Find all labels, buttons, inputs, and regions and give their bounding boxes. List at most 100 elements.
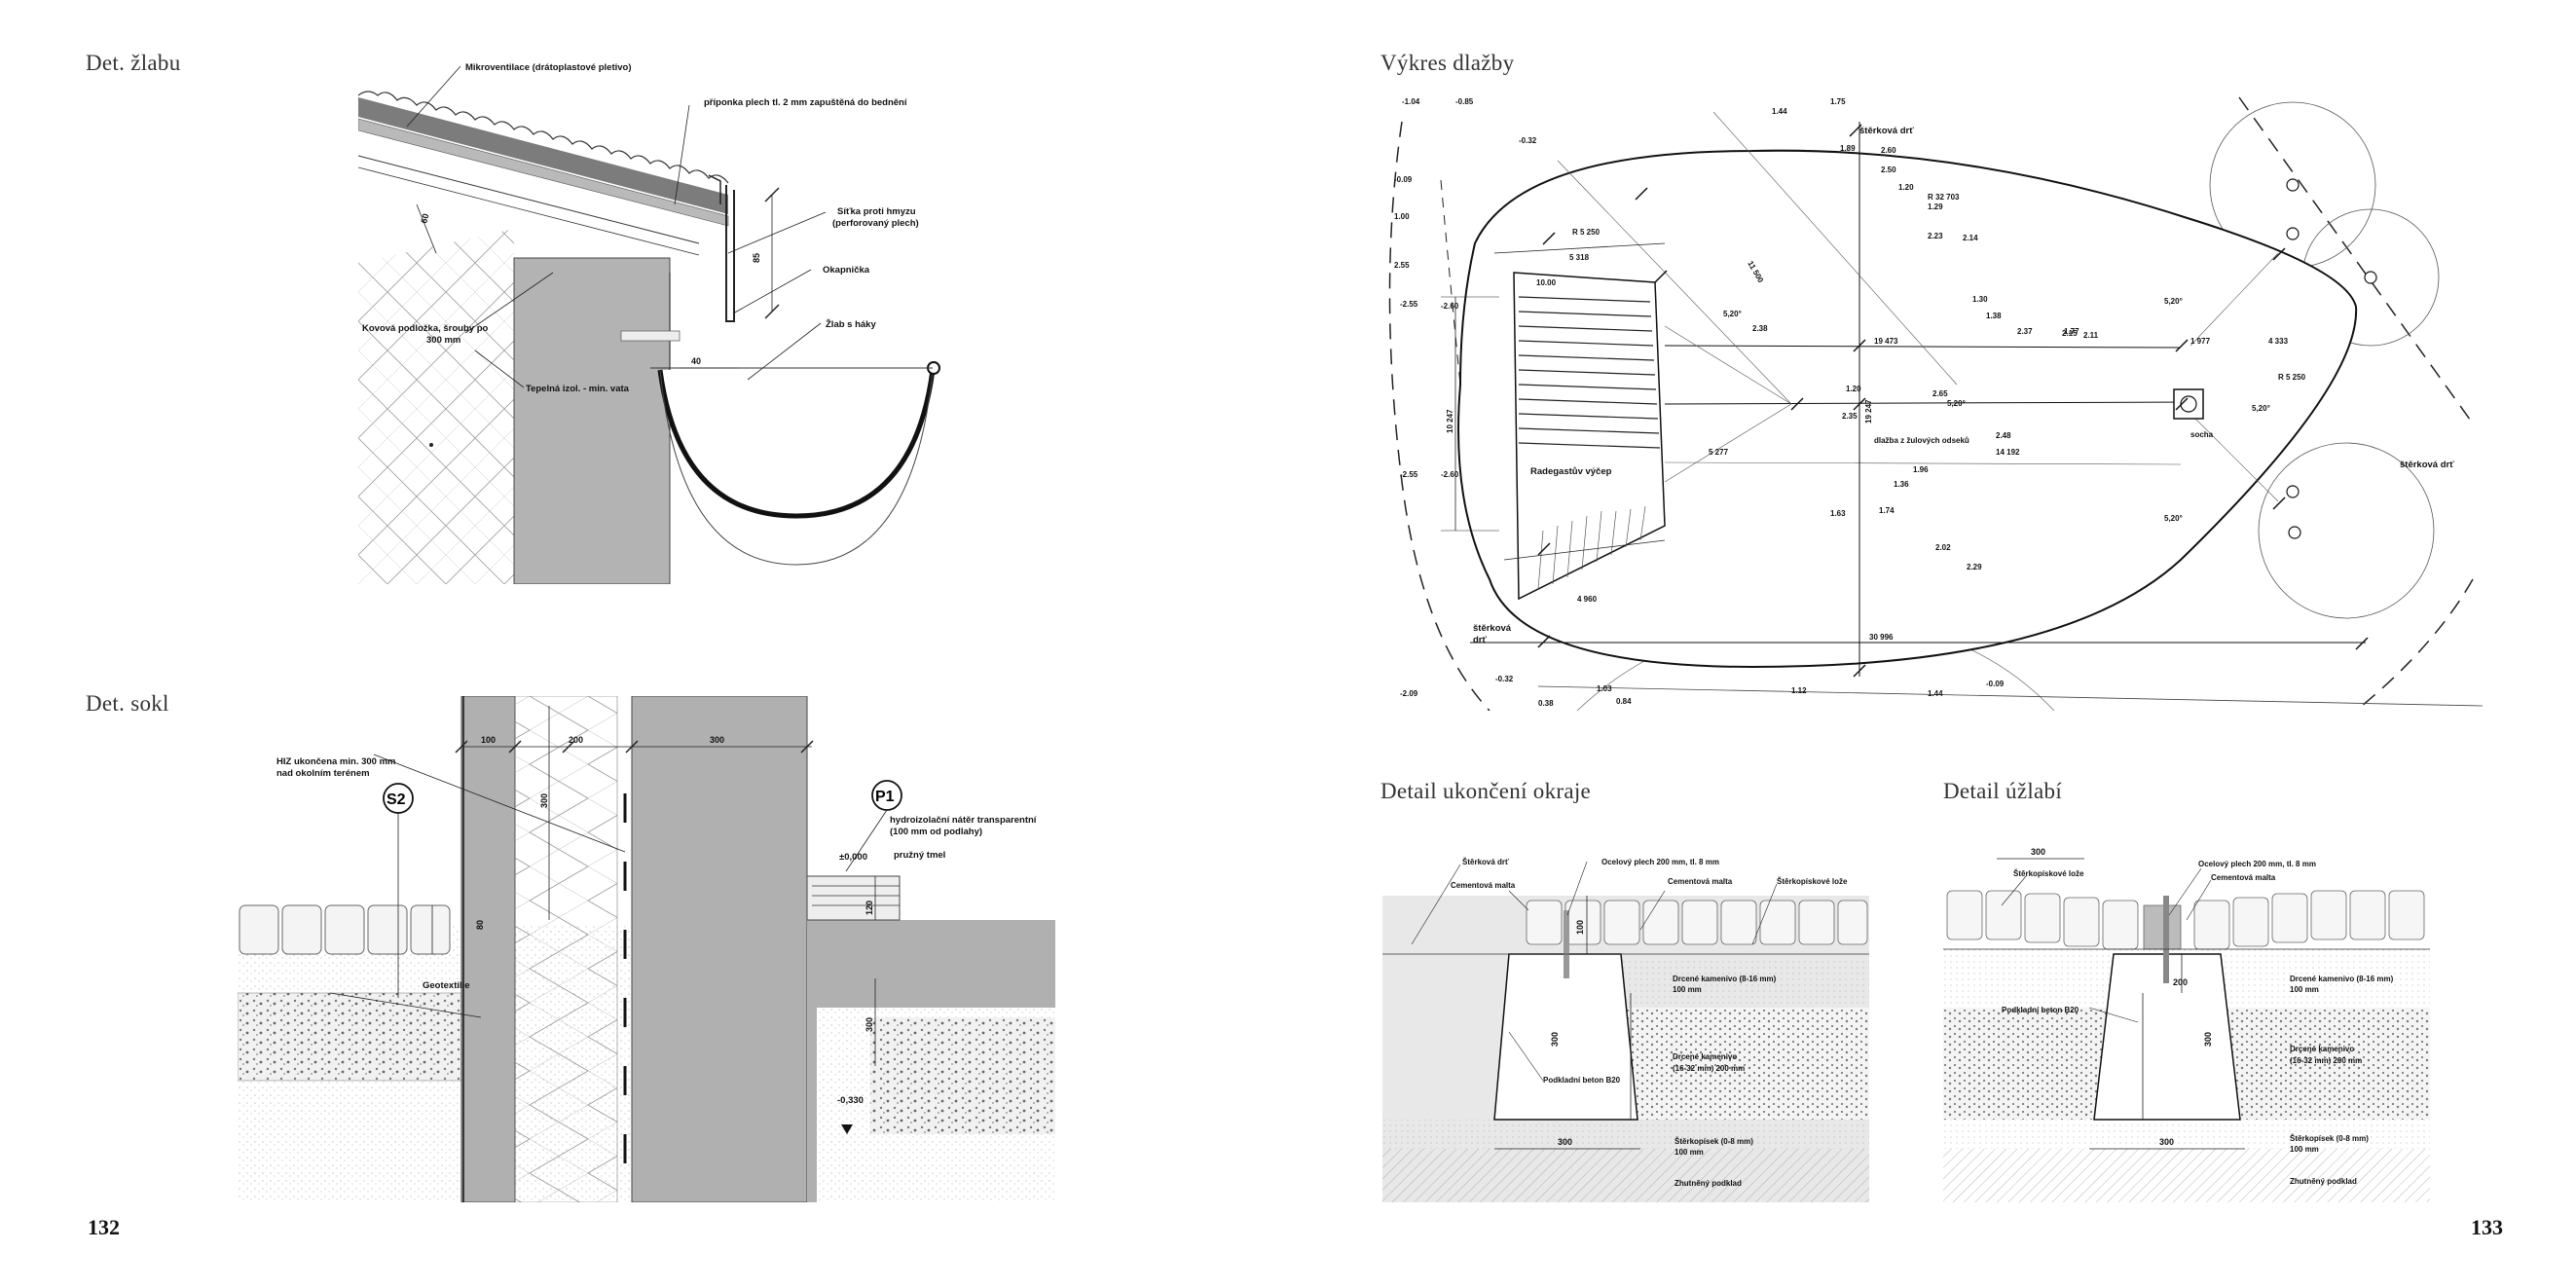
label-beton: Podkladní beton B20 bbox=[1543, 1076, 1621, 1085]
elevation-label: -0.85 bbox=[1455, 97, 1474, 106]
elevation-label: 1.96 bbox=[1913, 465, 1929, 474]
label-priponka: příponka plech tl. 2 mm zapuštěná do bed… bbox=[704, 97, 907, 108]
label-ocel: Ocelový plech 200 mm, tl. 8 mm bbox=[1601, 858, 1719, 866]
dim-300b: 300 bbox=[539, 793, 549, 808]
elevation-label: 1.44 bbox=[1772, 107, 1787, 116]
elevation-label: -0.32 bbox=[1519, 136, 1537, 145]
elevation-label: -2.60 bbox=[1441, 302, 1459, 311]
drawing-vykres-dlazby: štěrková drť štěrková drť štěrková drť R… bbox=[1382, 92, 2483, 711]
label-kovova-2: 300 mm bbox=[426, 335, 460, 346]
label-pisek-2: 100 mm bbox=[2290, 1145, 2319, 1154]
elevation-label: 2.37 bbox=[2017, 327, 2033, 336]
drawing-det-sokl: HIZ ukončena min. 300 mm nad okolním ter… bbox=[238, 696, 1055, 1202]
heading-det-sokl: Det. sokl bbox=[86, 691, 169, 716]
label-sterk-2: štěrková drť bbox=[2400, 460, 2454, 470]
slope-2: 5,20° bbox=[1947, 399, 1966, 408]
dim-300a: 300 bbox=[2031, 847, 2045, 857]
label-p1: P1 bbox=[875, 789, 895, 805]
label-dlazba: dlažba z žulových odseků bbox=[1874, 436, 1969, 445]
dim-1977: 1 977 bbox=[2190, 337, 2211, 346]
dim-10247: 10 247 bbox=[1446, 409, 1454, 433]
dim-80: 80 bbox=[475, 920, 485, 930]
label-sterk-3a: štěrková bbox=[1473, 623, 1512, 634]
label-drc1-2: 100 mm bbox=[2290, 985, 2319, 994]
slope-5: 5,20° bbox=[2164, 514, 2183, 523]
elevation-label: 2.38 bbox=[1752, 324, 1768, 333]
slope-1: 5,20° bbox=[1723, 310, 1742, 318]
elevation-label: 1.30 bbox=[1972, 295, 1988, 304]
label-sterk: Štěrková drť bbox=[1462, 858, 1509, 866]
elevation-label: 2.23 bbox=[1928, 232, 1943, 240]
elevation-label: 2.14 bbox=[1963, 234, 1978, 242]
dim-5277: 5 277 bbox=[1709, 448, 1729, 457]
dim-300b: 300 bbox=[2159, 1137, 2174, 1147]
elevation-label: 2.29 bbox=[1967, 563, 1982, 571]
dim-300b: 300 bbox=[1550, 1032, 1560, 1047]
dim-300c: 300 bbox=[2203, 1032, 2213, 1047]
dim-r5b: R 5 250 bbox=[2278, 373, 2306, 382]
label-drc2-1: Drcené kamenivo bbox=[1673, 1052, 1737, 1061]
elevation-label: 2.50 bbox=[1881, 166, 1896, 174]
label-loze: Štěrkopískové lože bbox=[1777, 877, 1848, 886]
dim-30996: 30 996 bbox=[1869, 633, 1894, 642]
elevation-label: 1.89 bbox=[1840, 144, 1856, 153]
dim-300a: 300 bbox=[710, 735, 724, 745]
dim-19247: 19 247 bbox=[1864, 399, 1873, 423]
dim-r32: R 32 703 bbox=[1928, 193, 1960, 202]
elevation-label: 2.60 bbox=[1881, 146, 1896, 155]
label-zhut: Zhutněný podklad bbox=[2290, 1177, 2357, 1186]
heading-detail-ukonceni: Detail ukončení okraje bbox=[1380, 779, 1592, 803]
label-loze: Štěrkopískové lože bbox=[2013, 869, 2084, 878]
elevation-label: 2.35 bbox=[1842, 412, 1858, 421]
elevation-label: 1.63 bbox=[1830, 509, 1846, 518]
elevation-label: 1.75 bbox=[1830, 97, 1846, 106]
slope-4: 5,20° bbox=[2252, 404, 2270, 413]
elevation-labels: -1.04 -0.85 -0.32 1.44 1.75 1.89 2.60 2.50 -0.09… bbox=[1394, 97, 2099, 708]
drawing-detail-ukonceni: Štěrková drť Cementová malta Ocelový ple… bbox=[1382, 837, 1869, 1202]
elevation-label: -0.09 bbox=[1394, 175, 1413, 184]
elevation-label: 1.77 bbox=[2064, 327, 2079, 336]
label-sitka-1: Síťka proti hmyzu bbox=[837, 206, 916, 217]
label-drc2-1: Drcené kamenivo bbox=[2290, 1045, 2354, 1053]
dim-60: 60 bbox=[419, 212, 430, 224]
label-hiz-2: nad okolním terénem bbox=[276, 768, 370, 779]
heading-det-zlabu: Det. žlabu bbox=[86, 51, 181, 75]
drawing-det-zlabu: Mikroventilace (drátoplastové pletivo) p… bbox=[358, 58, 962, 584]
heading-detail-uzlabi: Detail úžlabí bbox=[1943, 779, 2063, 803]
label-kovova-1: Kovová podložka, šrouby po bbox=[362, 323, 489, 334]
elevation-label: -2.55 bbox=[1400, 300, 1418, 309]
heading-vykres-dlazby: Výkres dlažby bbox=[1380, 51, 1515, 75]
label-drc1-1: Drcené kamenivo (8-16 mm) bbox=[1673, 975, 1777, 983]
dim-40: 40 bbox=[691, 356, 701, 366]
page-number-left: 132 bbox=[88, 1215, 120, 1239]
elevation-label: 1.03 bbox=[1597, 684, 1612, 693]
elevation-label: -1.04 bbox=[1402, 97, 1420, 106]
elevation-label: 1.20 bbox=[1846, 385, 1861, 393]
label-drc1-1: Drcené kamenivo (8-16 mm) bbox=[2290, 975, 2394, 983]
elevation-label: 1.38 bbox=[1986, 312, 2002, 320]
elevation-label: -0.32 bbox=[1495, 675, 1514, 683]
dim-100: 100 bbox=[481, 735, 496, 745]
dim-200: 200 bbox=[569, 735, 583, 745]
label-cem1: Cementová malta bbox=[1451, 881, 1516, 890]
dim-300a: 300 bbox=[1558, 1137, 1572, 1147]
label-hydro-2: (100 mm od podlahy) bbox=[890, 827, 982, 837]
elevation-label: -2.55 bbox=[1400, 470, 1418, 479]
dim-120: 120 bbox=[865, 901, 874, 915]
dim-19473: 19 473 bbox=[1874, 337, 1898, 346]
label-ocel: Ocelový plech 200 mm, tl. 8 mm bbox=[2198, 860, 2316, 868]
label-okapnicka: Okapnička bbox=[823, 265, 870, 276]
label-zero: ±0,000 bbox=[839, 852, 867, 863]
label-pruzny: pružný tmel bbox=[894, 850, 945, 861]
elevation-label: 2.02 bbox=[1935, 543, 1951, 552]
dim-r5a: R 5 250 bbox=[1572, 228, 1601, 237]
label-tepelna: Tepelná izol. - min. vata bbox=[526, 384, 630, 394]
dim-300c: 300 bbox=[865, 1017, 874, 1032]
dim-200: 200 bbox=[2173, 977, 2188, 987]
page-number-right: 133 bbox=[2471, 1215, 2503, 1239]
label-socha: socha bbox=[2190, 430, 2214, 439]
label-zlab: Žlab s háky bbox=[826, 318, 876, 330]
dim-100: 100 bbox=[1575, 920, 1585, 935]
elevation-label: 2.65 bbox=[1932, 389, 1948, 398]
dim-85: 85 bbox=[752, 253, 761, 263]
